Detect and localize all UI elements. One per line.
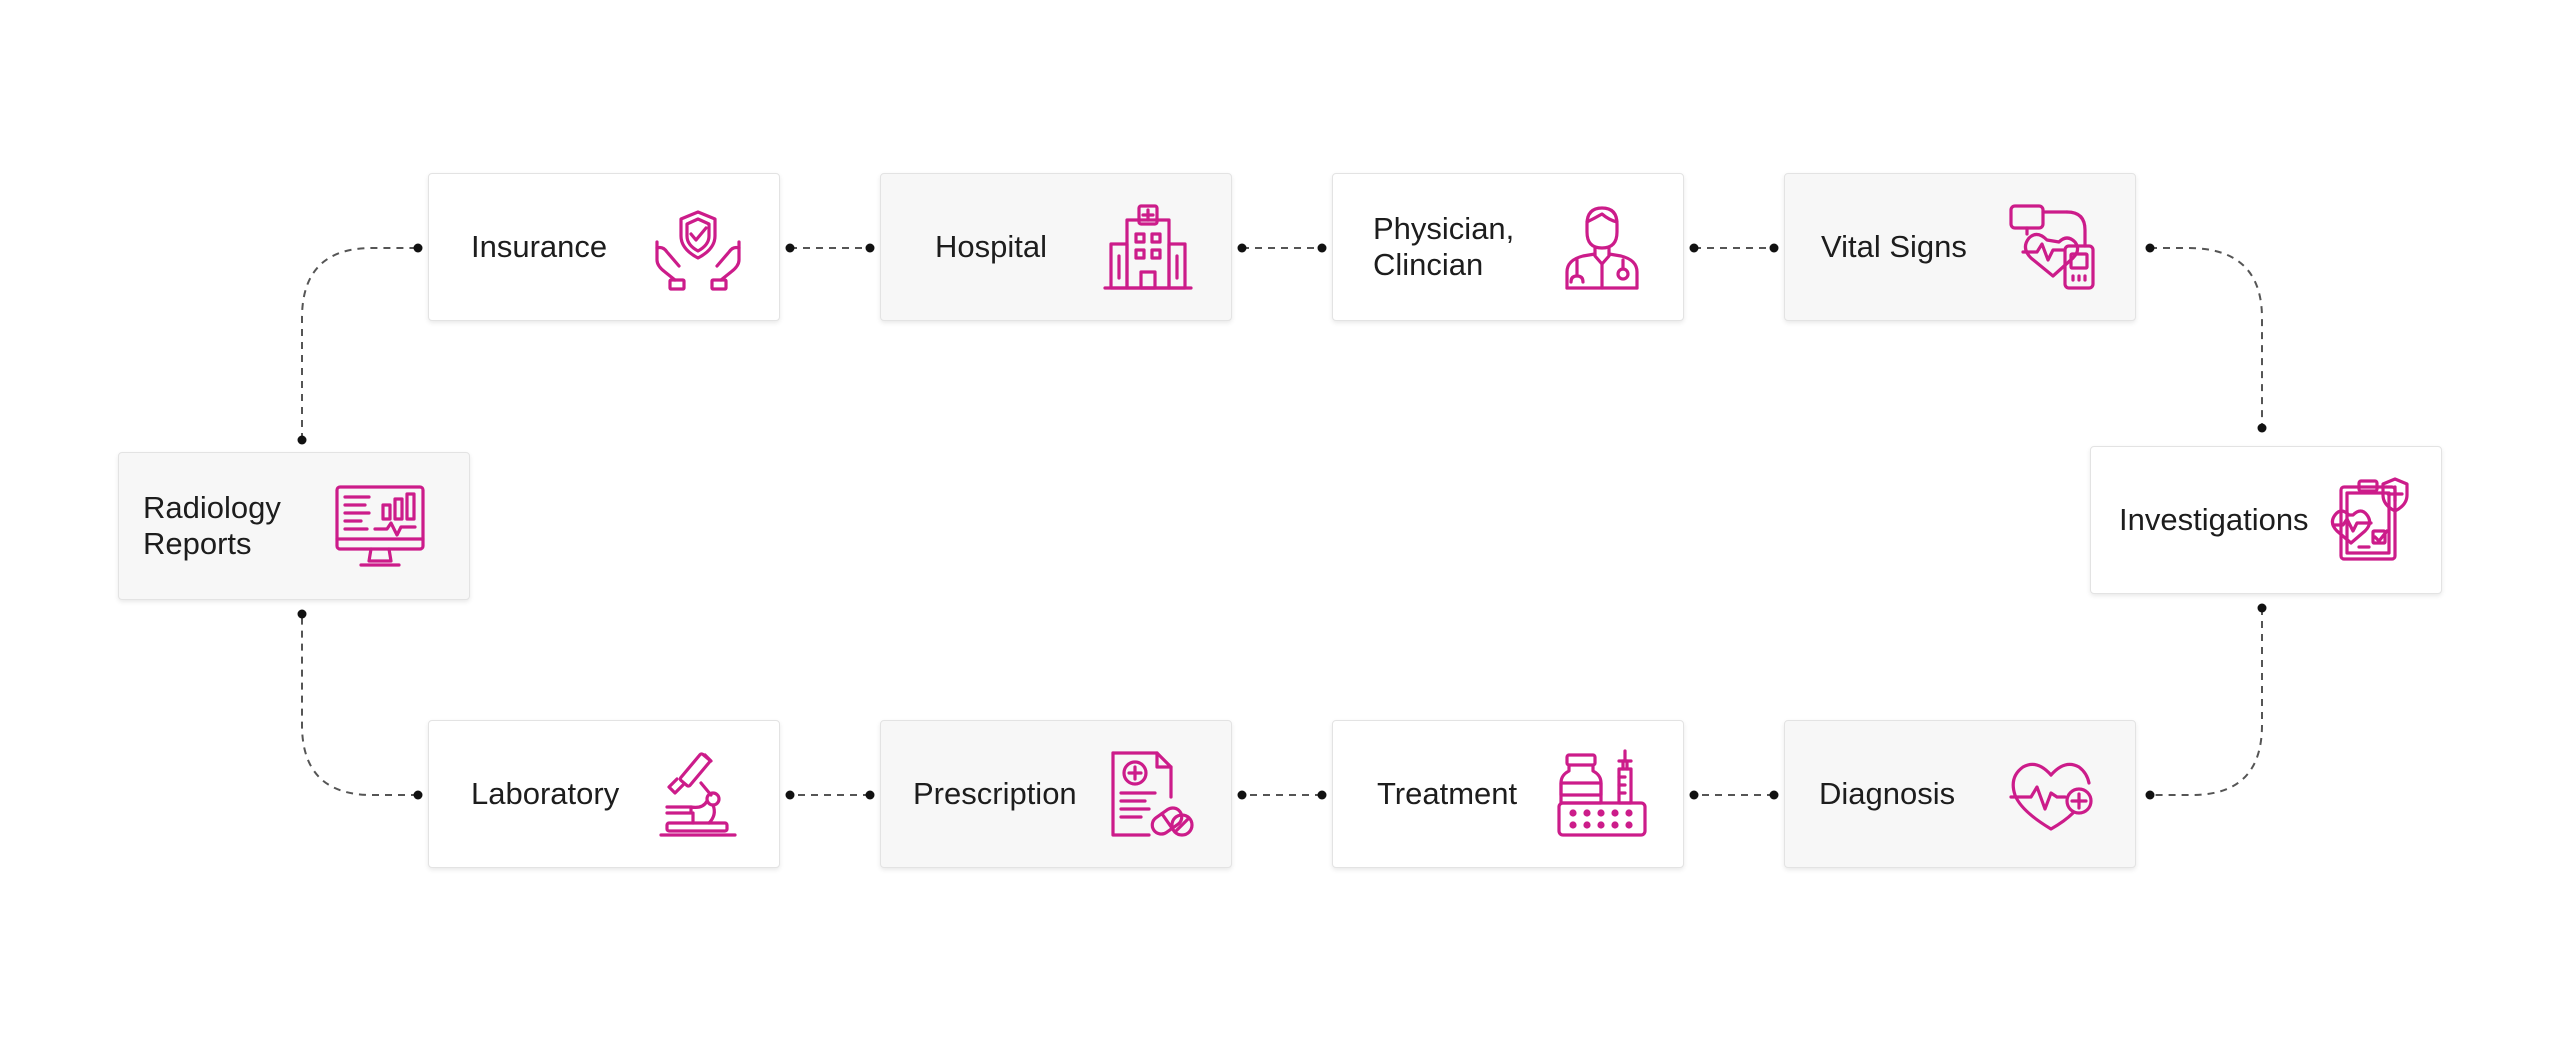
- connector-dot: [785, 243, 795, 253]
- connector-dot: [297, 609, 307, 619]
- connector-dot: [785, 790, 795, 800]
- node-label: Investigations: [2119, 502, 2309, 537]
- node-label: Diagnosis: [1819, 776, 1956, 811]
- node-diagnosis[interactable]: Diagnosis: [1784, 720, 2136, 868]
- doctor-icon: [1557, 202, 1647, 292]
- connector-dot: [1237, 790, 1247, 800]
- connector-dot: [2145, 790, 2155, 800]
- node-label: Hospital: [935, 229, 1047, 264]
- connector-dot: [1237, 243, 1247, 253]
- connector-radiology-insurance: [301, 247, 418, 440]
- connector-dot: [1769, 790, 1779, 800]
- node-label: Prescription: [913, 776, 1077, 811]
- connector-dot: [2257, 423, 2267, 433]
- connector-dot: [297, 435, 307, 445]
- connector-dot: [1689, 243, 1699, 253]
- node-label: Insurance: [471, 229, 608, 264]
- connector-dot: [2257, 603, 2267, 613]
- connector-dot: [1317, 243, 1327, 253]
- microscope-icon: [653, 749, 743, 839]
- vital-signs-monitor-icon: [2007, 202, 2097, 292]
- node-label: Treatment: [1377, 776, 1518, 811]
- node-physician[interactable]: Physician, Clincian: [1332, 173, 1684, 321]
- node-vital-signs[interactable]: Vital Signs: [1784, 173, 2136, 321]
- medicine-syringe-icon: [1557, 749, 1647, 839]
- connector-dot: [1689, 790, 1699, 800]
- node-insurance[interactable]: Insurance: [428, 173, 780, 321]
- node-treatment[interactable]: Treatment: [1332, 720, 1684, 868]
- heart-plus-icon: [2007, 749, 2097, 839]
- connector-dot: [865, 790, 875, 800]
- node-label: Radiology Reports: [143, 490, 281, 561]
- node-investigations[interactable]: Investigations: [2090, 446, 2442, 594]
- node-hospital[interactable]: Hospital: [880, 173, 1232, 321]
- connector-vitals-investigations: [2150, 247, 2263, 428]
- radiology-monitor-icon: [335, 481, 425, 571]
- hospital-building-icon: [1103, 202, 1193, 292]
- node-label: Physician, Clincian: [1373, 211, 1515, 282]
- node-radiology-reports[interactable]: Radiology Reports: [118, 452, 470, 600]
- connector-dot: [413, 243, 423, 253]
- connector-investigations-diagnosis: [2150, 608, 2263, 796]
- node-label: Vital Signs: [1821, 229, 1967, 264]
- clipboard-heart-shield-icon: [2329, 475, 2419, 565]
- node-prescription[interactable]: Prescription: [880, 720, 1232, 868]
- connector-dot: [1769, 243, 1779, 253]
- prescription-pills-icon: [1105, 749, 1195, 839]
- connector-dot: [413, 790, 423, 800]
- connector-dot: [865, 243, 875, 253]
- connector-laboratory-radiology: [301, 614, 418, 796]
- node-label: Laboratory: [471, 776, 620, 811]
- shield-hands-icon: [653, 202, 743, 292]
- connector-dot: [1317, 790, 1327, 800]
- connector-dot: [2145, 243, 2155, 253]
- node-laboratory[interactable]: Laboratory: [428, 720, 780, 868]
